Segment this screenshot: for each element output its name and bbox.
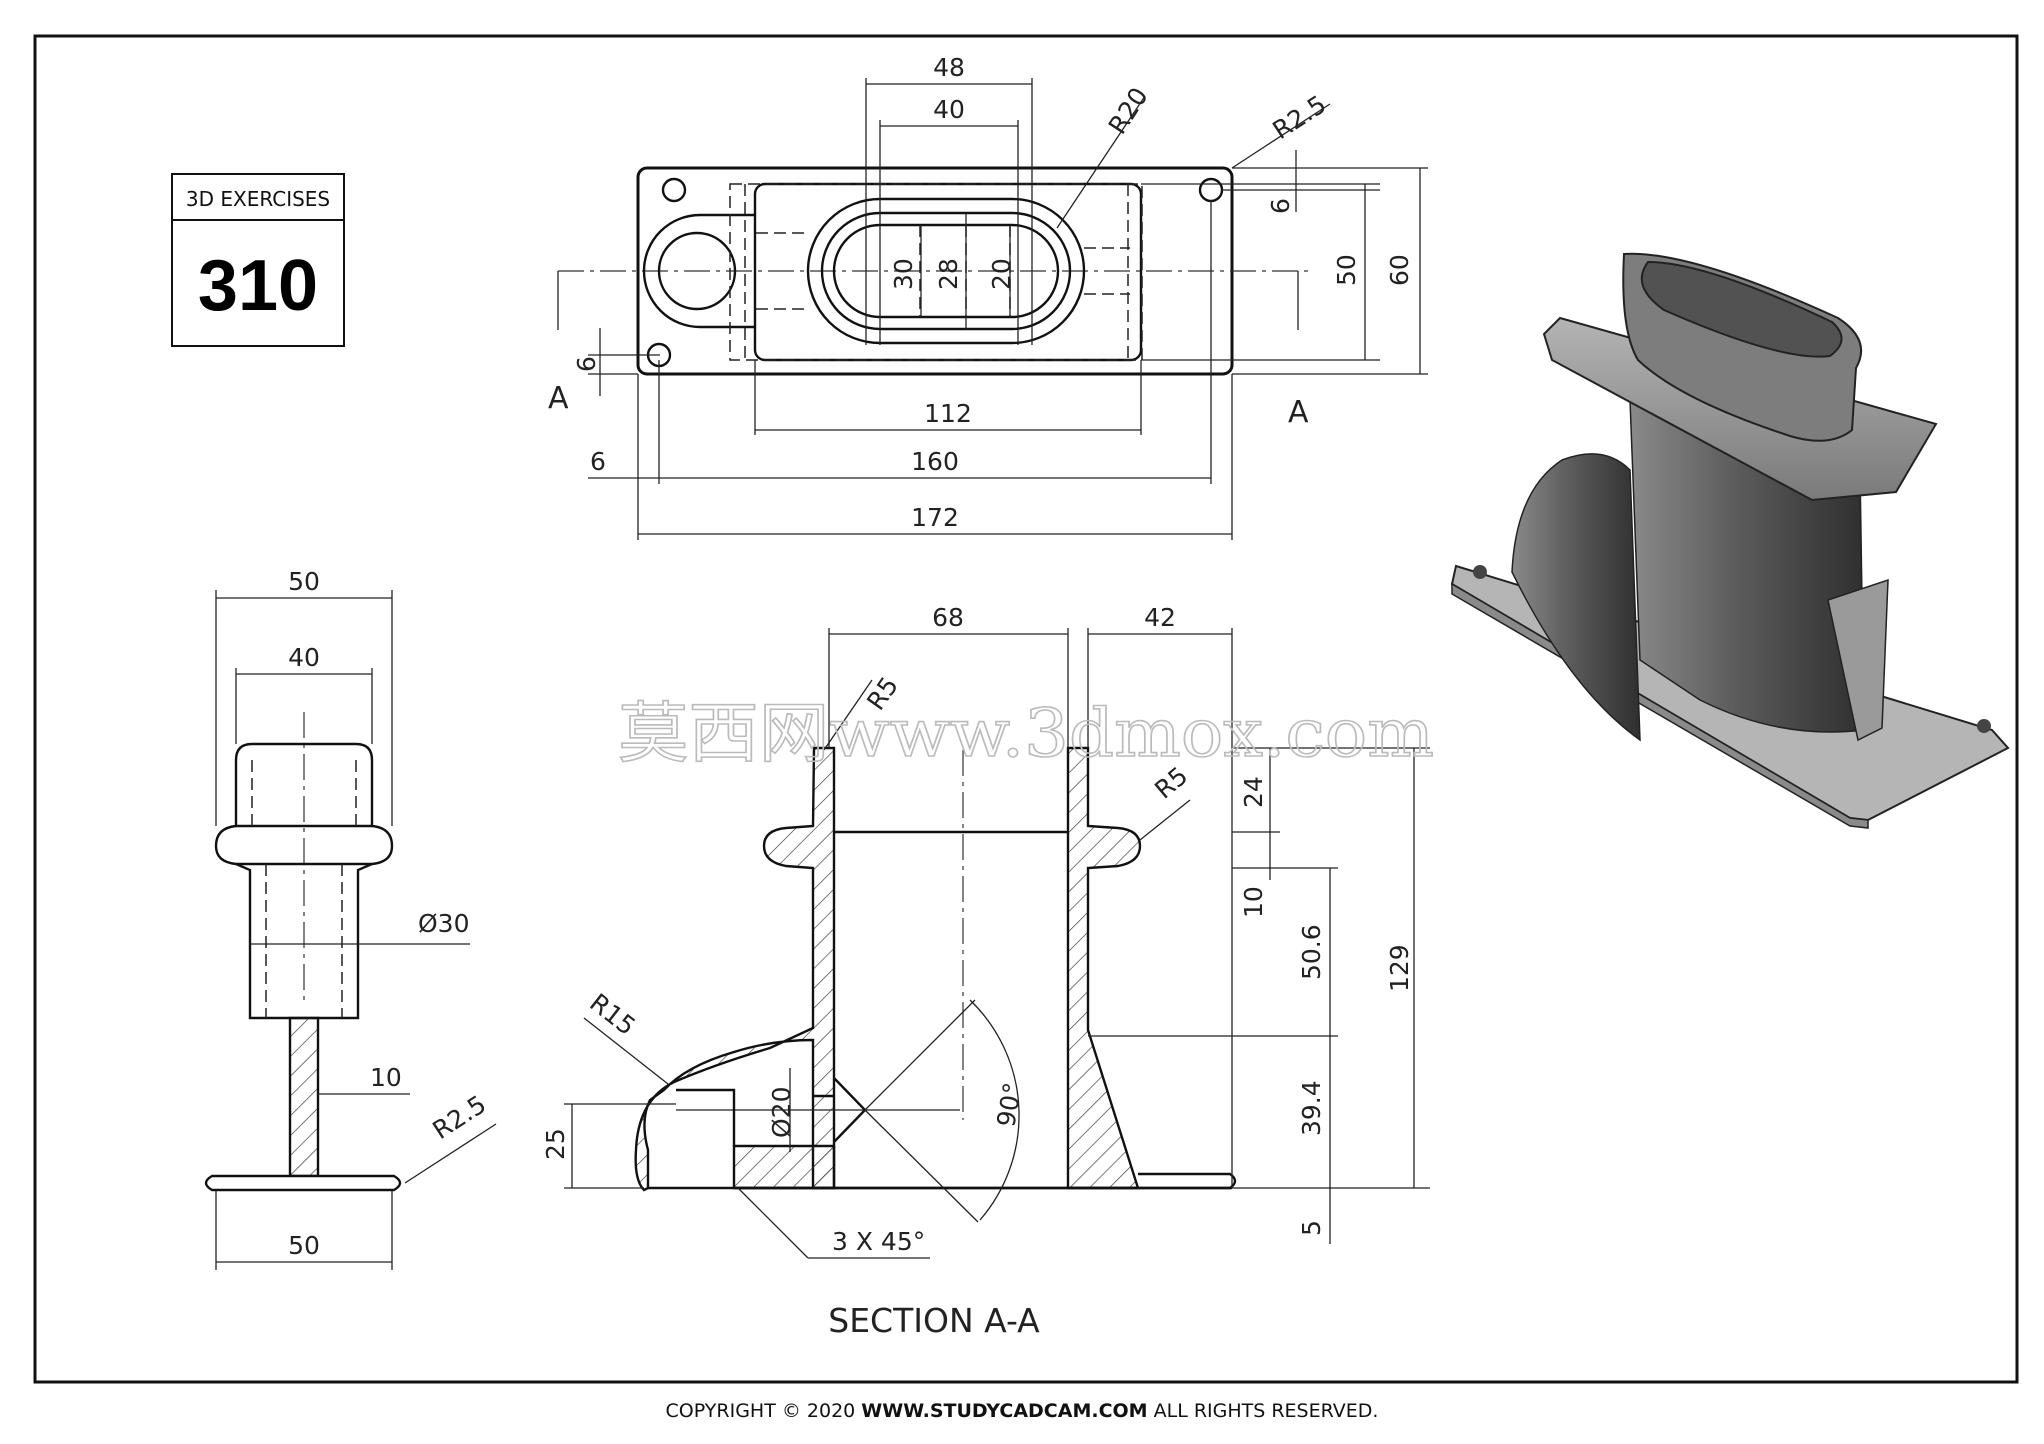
dimension-label: 112	[924, 399, 972, 428]
dimension-label: 3 X 45°	[832, 1227, 925, 1256]
dimension-label: 48	[933, 53, 965, 82]
dimension-label: 90°	[991, 1080, 1027, 1129]
exercise-box: 3D EXERCISES 310	[171, 173, 345, 347]
exercise-number: 310	[198, 246, 318, 326]
dimension-label: 6	[1266, 198, 1295, 214]
dimension-label: 160	[911, 447, 959, 476]
dimension-label: 129	[1385, 944, 1414, 992]
dimension-label: 10	[370, 1063, 402, 1092]
dimension-label: Ø30	[418, 909, 470, 938]
dimension-label: 25	[541, 1128, 570, 1160]
dimension-label: 6	[590, 447, 606, 476]
dimension-label: 68	[932, 603, 964, 632]
dimension-label: R2.5	[1267, 90, 1331, 145]
side-view	[204, 712, 402, 1192]
dimension-label: 30	[889, 258, 918, 290]
dimension-label: R2.5	[427, 1090, 491, 1145]
dimension-label: 40	[933, 95, 965, 124]
copyright-site-link[interactable]: WWW.STUDYCADCAM.COM	[861, 1400, 1148, 1422]
top-view-dimensions: 48 40 R20 R2.5 30 28 20 6 50 60 6 112 6 …	[548, 53, 1428, 540]
dimension-label: R20	[1103, 82, 1154, 139]
dimension-label: 42	[1144, 603, 1176, 632]
dimension-label: 5	[1297, 1220, 1326, 1236]
dimension-label: 50.6	[1297, 924, 1326, 980]
dimension-label: 60	[1385, 254, 1414, 286]
side-view-dimensions: 50 40 Ø30 10 R2.5 50	[215, 567, 497, 1270]
isometric-view	[1450, 252, 2010, 829]
dimension-label: 20	[987, 258, 1016, 290]
dimension-label: 6	[572, 356, 601, 372]
dimension-label: A	[1288, 395, 1309, 430]
dimension-label: 50	[1332, 254, 1361, 286]
exercise-label: 3D EXERCISES	[186, 187, 330, 211]
dimension-label: Ø20	[767, 1087, 796, 1139]
section-title: SECTION A-A	[828, 1301, 1040, 1340]
dimension-label: 39.4	[1297, 1080, 1326, 1136]
dimension-label: 50	[288, 567, 320, 596]
copyright-footer: COPYRIGHT © 2020 WWW.STUDYCADCAM.COM ALL…	[665, 1400, 1379, 1422]
watermark: 莫西网www.3dmox.com	[618, 695, 1434, 772]
dimension-label: 24	[1239, 776, 1268, 808]
dimension-label: 10	[1239, 886, 1268, 918]
dimension-label: 40	[288, 643, 320, 672]
dimension-label: 50	[288, 1231, 320, 1260]
section-view	[634, 746, 1237, 1192]
drawing-frame	[33, 34, 2019, 1384]
dimension-label: 172	[911, 503, 959, 532]
dimension-label: 28	[934, 258, 963, 290]
dimension-label: A	[548, 381, 569, 416]
dimension-label: R15	[584, 988, 641, 1041]
